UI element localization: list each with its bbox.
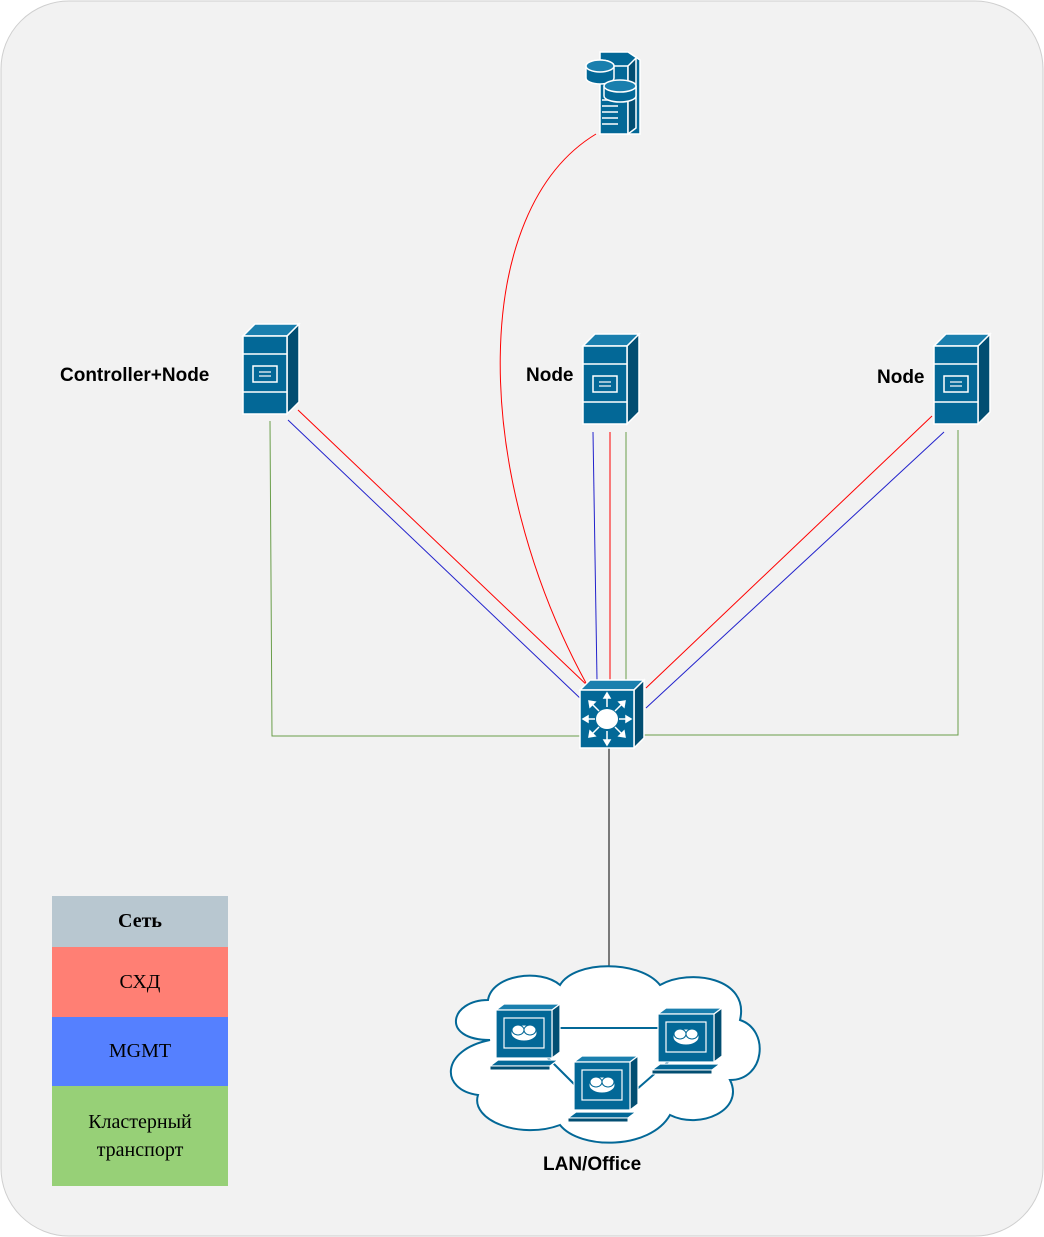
node-right-label: Node: [877, 367, 925, 388]
node-center-label: Node: [526, 365, 574, 386]
legend-row-storage: СХД: [52, 947, 228, 1017]
legend-header: Сеть: [52, 896, 228, 947]
controller-node-label: Controller+Node: [60, 365, 210, 386]
lan-pc-icon: [567, 1055, 639, 1123]
lan-office-label: LAN/Office: [543, 1154, 642, 1175]
lan-pc-icon: [651, 1007, 723, 1075]
network-legend: Сеть СХД MGMT Кластерный транспорт: [52, 896, 228, 1186]
cluster-transport-links: [269, 420, 959, 737]
legend-cluster-label: Кластерный транспорт: [88, 1111, 192, 1161]
legend-storage-label: СХД: [119, 970, 161, 993]
lan-cloud-icon: [450, 965, 761, 1144]
lan-pc-icon: [489, 1003, 561, 1071]
legend-header-label: Сеть: [118, 910, 162, 932]
storage-links: [297, 133, 933, 689]
legend-row-cluster: Кластерный транспорт: [52, 1086, 228, 1186]
legend-mgmt-label: MGMT: [108, 1040, 172, 1062]
legend-row-mgmt: MGMT: [52, 1017, 228, 1086]
node-center-server-icon: [582, 333, 640, 425]
mgmt-links: [287, 419, 945, 709]
node-right-server-icon: [933, 333, 991, 425]
storage-server-icon: [585, 51, 641, 136]
core-switch-icon: [578, 678, 646, 750]
controller-server-icon: [242, 323, 300, 415]
